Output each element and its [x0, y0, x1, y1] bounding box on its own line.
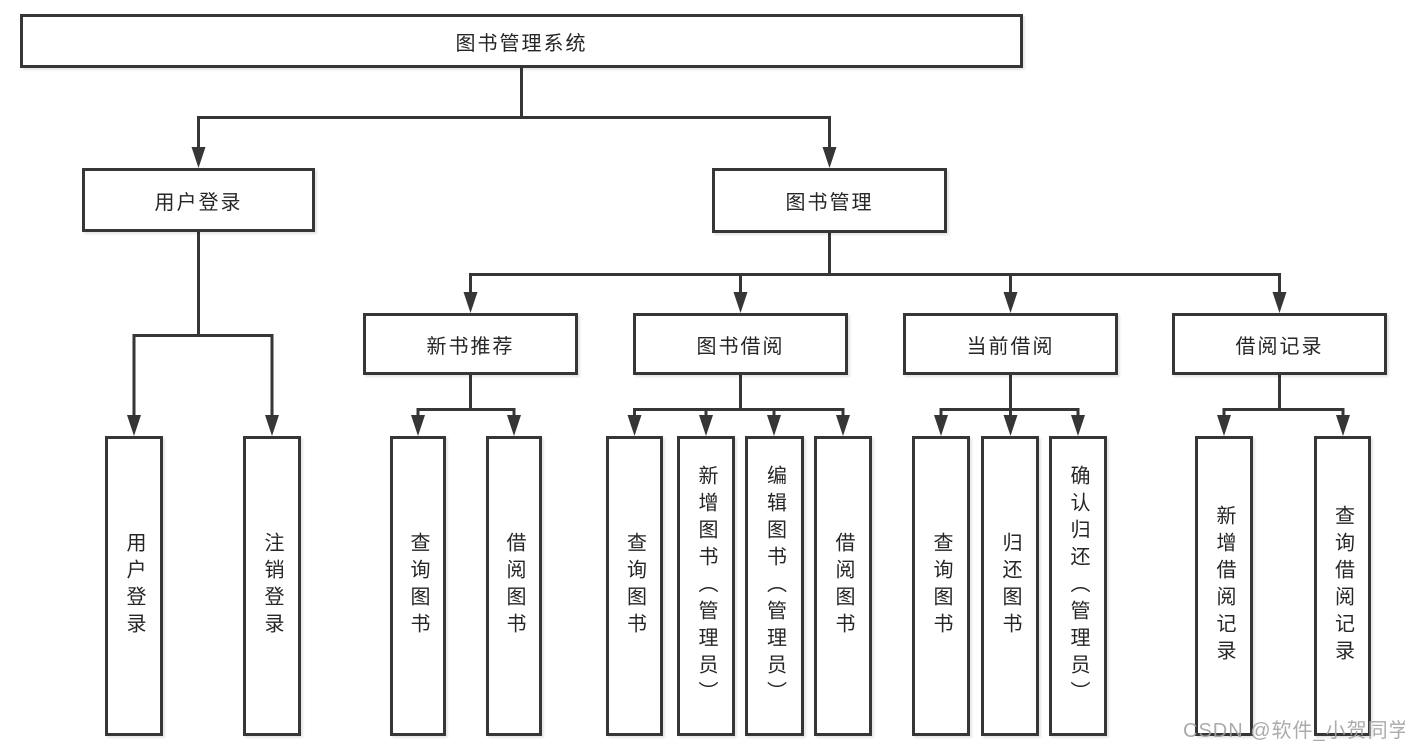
- node-bb-edit-book: 编辑图书（管理员）: [745, 436, 804, 736]
- node-br-add-record: 新增借阅记录: [1195, 436, 1253, 736]
- node-cb-confirm-return: 确认归还（管理员）: [1049, 436, 1107, 736]
- node-borrow-records: 借阅记录: [1172, 313, 1387, 375]
- node-user-login: 用户登录: [82, 168, 315, 232]
- node-current-borrow: 当前借阅: [903, 313, 1118, 375]
- node-bb-add-book: 新增图书（管理员）: [677, 436, 735, 736]
- node-bb-query-book: 查询图书: [606, 436, 663, 736]
- node-cb-return-book: 归还图书: [981, 436, 1039, 736]
- node-login: 用户登录: [105, 436, 163, 736]
- node-nbr-borrow-book: 借阅图书: [486, 436, 542, 736]
- node-logout: 注销登录: [243, 436, 301, 736]
- node-new-book-recommend: 新书推荐: [363, 313, 578, 375]
- watermark: CSDN @软件_小贺同学: [1183, 720, 1405, 742]
- node-nbr-query-book: 查询图书: [390, 436, 446, 736]
- node-root: 图书管理系统: [20, 14, 1023, 68]
- node-cb-query-book: 查询图书: [912, 436, 970, 736]
- node-br-query-record: 查询借阅记录: [1314, 436, 1371, 736]
- node-bb-borrow-book: 借阅图书: [814, 436, 872, 736]
- node-book-borrow: 图书借阅: [633, 313, 848, 375]
- node-book-management: 图书管理: [712, 168, 947, 233]
